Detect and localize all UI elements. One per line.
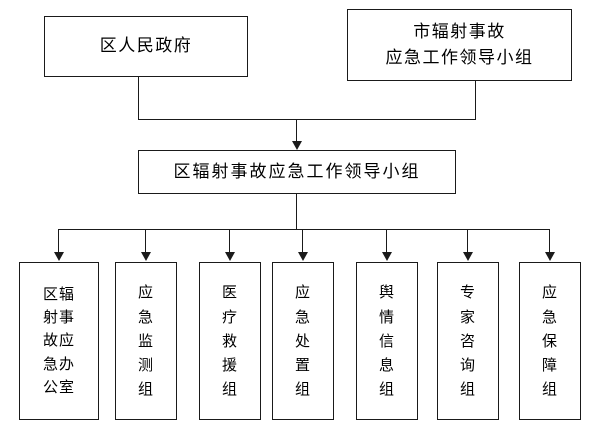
arrow-into-leaf-0 [54,252,64,261]
node-district-radiation-emergency-office[interactable]: 区辐 射事 故应 急办 公室 [19,262,99,420]
node-emergency-monitoring-team-label: 应 急 监 测 组 [137,283,154,399]
arrow-into-leaf-5 [463,252,473,261]
connector-leaf-drop-5 [467,229,468,253]
arrow-into-leaf-3 [298,252,308,261]
connector-leaf-drop-0 [58,229,59,253]
arrow-into-district-group [292,141,302,150]
node-public-opinion-information-team-label: 舆 情 信 息 组 [378,283,395,399]
node-public-opinion-information-team[interactable]: 舆 情 信 息 组 [356,262,418,420]
arrow-into-leaf-6 [545,252,555,261]
node-city-radiation-emergency-leading-group[interactable]: 市辐射事故 应急工作领导小组 [347,9,572,81]
connector-center-drop [296,119,297,142]
connector-leaf-drop-3 [302,229,303,253]
node-emergency-monitoring-team[interactable]: 应 急 监 测 组 [115,262,177,420]
node-emergency-disposal-team[interactable]: 应 急 处 置 组 [272,262,334,420]
node-district-radiation-emergency-leading-group[interactable]: 区辐射事故应急工作领导小组 [138,150,456,194]
arrow-into-leaf-1 [141,252,151,261]
node-district-government-label: 区人民政府 [99,36,193,57]
node-medical-rescue-team[interactable]: 医 疗 救 援 组 [199,262,261,420]
node-district-radiation-emergency-leading-group-label: 区辐射事故应急工作领导小组 [173,161,421,182]
node-emergency-support-team-label: 应 急 保 障 组 [541,283,558,399]
connector-leaf-drop-4 [386,229,387,253]
connector-leaf-drop-6 [549,229,550,253]
node-district-government[interactable]: 区人民政府 [44,16,248,77]
node-emergency-support-team[interactable]: 应 急 保 障 组 [519,262,581,420]
node-expert-consultation-team[interactable]: 专 家 咨 询 组 [437,262,499,420]
node-expert-consultation-team-label: 专 家 咨 询 组 [459,283,476,399]
connector-leaf-drop-2 [229,229,230,253]
connector-right-top-drop [475,81,476,119]
connector-left-top-drop [138,77,139,119]
node-emergency-disposal-team-label: 应 急 处 置 组 [294,283,311,399]
node-city-radiation-emergency-leading-group-label: 市辐射事故 应急工作领导小组 [385,21,534,68]
connector-fanout-bus [58,229,550,230]
arrow-into-leaf-2 [225,252,235,261]
connector-top-merge-bus [138,119,476,120]
node-medical-rescue-team-label: 医 疗 救 援 组 [221,283,238,399]
node-district-radiation-emergency-office-label: 区辐 射事 故应 急办 公室 [42,284,75,397]
connector-middle-drop [296,194,297,229]
arrow-into-leaf-4 [382,252,392,261]
connector-leaf-drop-1 [145,229,146,253]
